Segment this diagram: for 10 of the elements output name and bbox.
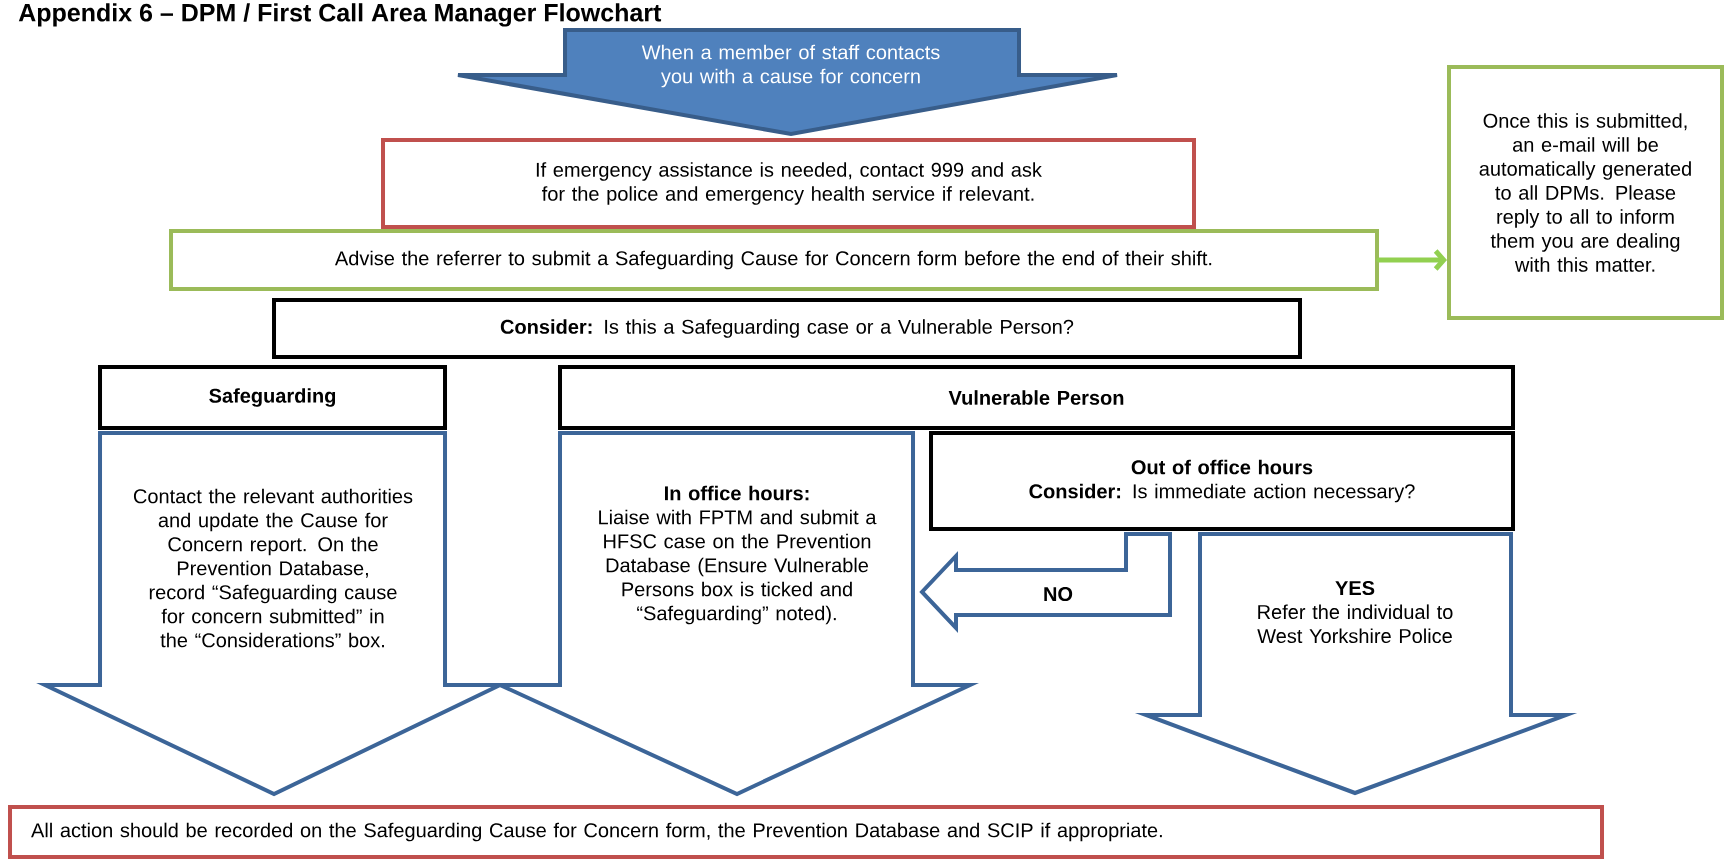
title: Appendix 6 – DPM / First Call Area Manager Flowchart [18,3,662,27]
decision-box: Out of office hours Consider: Is immediate action necessary? [929,431,1515,531]
arrow [1376,249,1447,271]
alert-box: If emergency assistance is needed, contact 999 and ask for the police and emergency health service if relevant. [381,138,1196,229]
header-box: Vulnerable Person [558,365,1515,430]
note-box: Once this is submitted, an e-mail will be automatically generated to all DPMs. Please reply to all to inform them you are dealing with this matter. [1447,65,1724,320]
process-box: Advise the referrer to submit a Safeguarding Cause for Concern form before the end of their shift. [169,229,1379,291]
header-box: Safeguarding [98,365,447,430]
decision-box: Consider: Is this a Safeguarding case or a Vulnerable Person? [272,298,1302,359]
summary-box: All action should be recorded on the Safeguarding Cause for Concern form, the Prevention Database and SCIP if appropriate. [8,805,1604,859]
